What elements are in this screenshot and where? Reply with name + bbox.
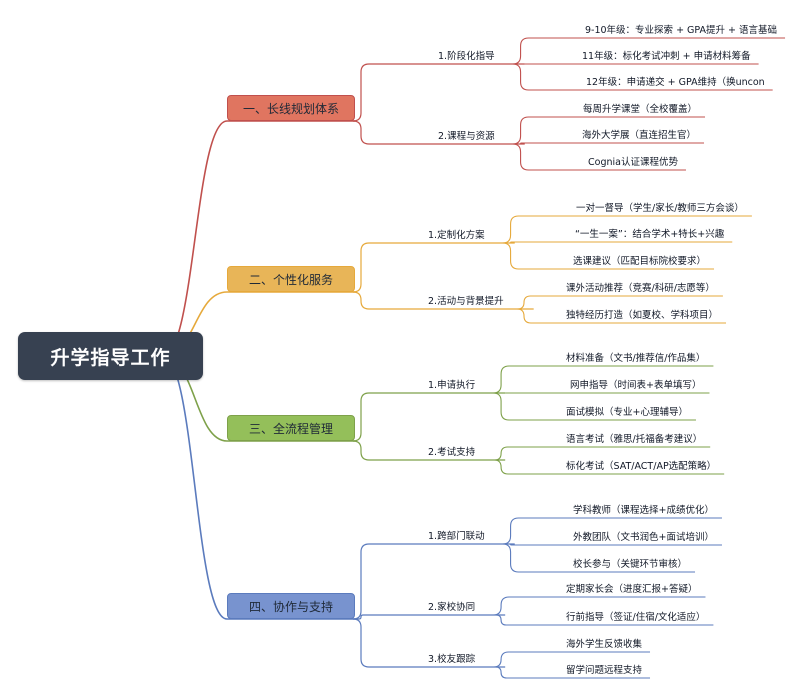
leaf-node[interactable]: 材料准备（文书/推荐信/作品集） <box>566 353 706 364</box>
sub-node-2-1[interactable]: 1.定制化方案 <box>428 230 485 241</box>
leaf-node[interactable]: 课外活动推荐（竞赛/科研/志愿等） <box>566 283 715 294</box>
leaf-node[interactable]: 12年级：申请递交 + GPA维持（换uncon <box>586 77 765 88</box>
leaf-node[interactable]: 定期家长会（进度汇报+答疑） <box>566 584 698 595</box>
sub-to-leaf-line <box>502 543 569 573</box>
branch-to-sub-line <box>352 63 432 122</box>
branch-node-4[interactable]: 四、协作与支持 <box>227 593 355 619</box>
sub-to-leaf-line <box>493 651 562 668</box>
branch-to-sub-line <box>352 120 432 145</box>
sub-to-leaf-line <box>493 596 562 616</box>
branch-to-sub-line <box>352 618 422 668</box>
sub-to-leaf-line <box>512 63 582 91</box>
sub-to-leaf-line <box>494 446 562 461</box>
leaf-node[interactable]: 一对一督导（学生/家长/教师三方会谈） <box>576 203 744 214</box>
sub-to-leaf-line <box>512 143 584 171</box>
branch-node-1[interactable]: 一、长线规划体系 <box>227 95 355 121</box>
branch-label: 一、长线规划体系 <box>242 101 339 116</box>
branch-node-2[interactable]: 二、个性化服务 <box>227 266 355 292</box>
leaf-node[interactable]: 外教团队（文书润色+面试培训） <box>573 532 714 543</box>
sub-to-leaf-line <box>495 666 562 679</box>
leaf-node[interactable]: 语言考试（雅思/托福备考建议） <box>566 434 703 445</box>
branch-to-sub-line <box>355 614 422 620</box>
leaf-node[interactable]: 学科教师（课程选择+成绩优化） <box>573 505 714 516</box>
leaf-node[interactable]: 留学问题远程支持 <box>566 665 643 676</box>
sub-node-4-2[interactable]: 2.家校协同 <box>428 602 476 613</box>
sub-to-leaf-line <box>512 116 579 145</box>
branch-node-3[interactable]: 三、全流程管理 <box>227 415 355 441</box>
sub-node-1-1[interactable]: 1.阶段化指导 <box>438 51 495 62</box>
leaf-node[interactable]: 独特经历打造（如夏校、学科项目） <box>566 310 719 321</box>
leaf-node[interactable]: Cognia认证课程优势 <box>588 157 678 168</box>
sub-to-leaf-line <box>493 392 562 421</box>
leaf-node[interactable]: 面试模拟（专业+心理辅导） <box>566 407 688 418</box>
sub-to-leaf-line <box>502 517 569 545</box>
branch-to-sub-line <box>352 242 422 293</box>
sub-node-4-3[interactable]: 3.校友跟踪 <box>428 654 476 665</box>
sub-to-leaf-line <box>510 241 571 244</box>
branch-to-sub-line <box>352 440 422 461</box>
leaf-node[interactable]: 海外学生反馈收集 <box>566 639 643 650</box>
branch-label: 四、协作与支持 <box>248 599 333 614</box>
sub-node-3-1[interactable]: 1.申请执行 <box>428 380 476 391</box>
leaf-node[interactable]: 海外大学展（直连招生官） <box>582 130 697 141</box>
leaf-node[interactable]: 网申指导（时间表+表单填写） <box>570 380 702 391</box>
root-label: 升学指导工作 <box>50 346 171 369</box>
leaf-node[interactable]: 9-10年级：专业探索 + GPA提升 + 语言基础 <box>585 25 778 36</box>
sub-node-3-2[interactable]: 2.考试支持 <box>428 447 476 458</box>
root-node[interactable]: 升学指导工作 <box>18 332 203 380</box>
root-to-branch-line <box>162 355 228 620</box>
sub-to-leaf-line <box>502 242 569 270</box>
branch-to-sub-line <box>352 291 422 310</box>
sub-to-leaf-line <box>496 614 562 626</box>
sub-node-4-1[interactable]: 1.跨部门联动 <box>428 531 485 542</box>
sub-to-leaf-line <box>512 37 581 65</box>
sub-to-leaf-line <box>510 543 569 546</box>
leaf-node[interactable]: 标化考试（SAT/ACT/AP选配策略） <box>566 461 717 472</box>
leaf-node[interactable]: 每周升学课堂（全校覆盖） <box>583 104 698 115</box>
leaf-node[interactable]: 11年级：标化考试冲刺 + 申请材料筹备 <box>582 51 751 62</box>
sub-to-leaf-line <box>520 142 578 145</box>
leaf-node[interactable]: 行前指导（签证/住宿/文化适应） <box>566 612 706 623</box>
sub-to-leaf-line <box>516 308 562 324</box>
sub-to-leaf-line <box>517 295 562 310</box>
branch-label: 三、全流程管理 <box>248 421 333 436</box>
sub-to-leaf-line <box>494 459 562 475</box>
root-to-branch-line <box>162 120 228 357</box>
leaf-node[interactable]: 校长参与（关键环节审核） <box>573 559 688 570</box>
branch-to-sub-line <box>352 392 422 442</box>
sub-node-2-2[interactable]: 2.活动与背景提升 <box>428 296 504 307</box>
leaf-node[interactable]: 选课建议（匹配目标院校要求） <box>573 256 707 267</box>
sub-to-leaf-line <box>493 365 562 394</box>
sub-node-1-2[interactable]: 2.课程与资源 <box>438 131 495 142</box>
sub-to-leaf-line <box>502 215 572 244</box>
leaf-node[interactable]: “一生一案”：结合学术+特长+兴趣 <box>575 229 725 240</box>
branch-label: 二、个性化服务 <box>248 272 333 287</box>
branch-to-sub-line <box>352 543 422 620</box>
